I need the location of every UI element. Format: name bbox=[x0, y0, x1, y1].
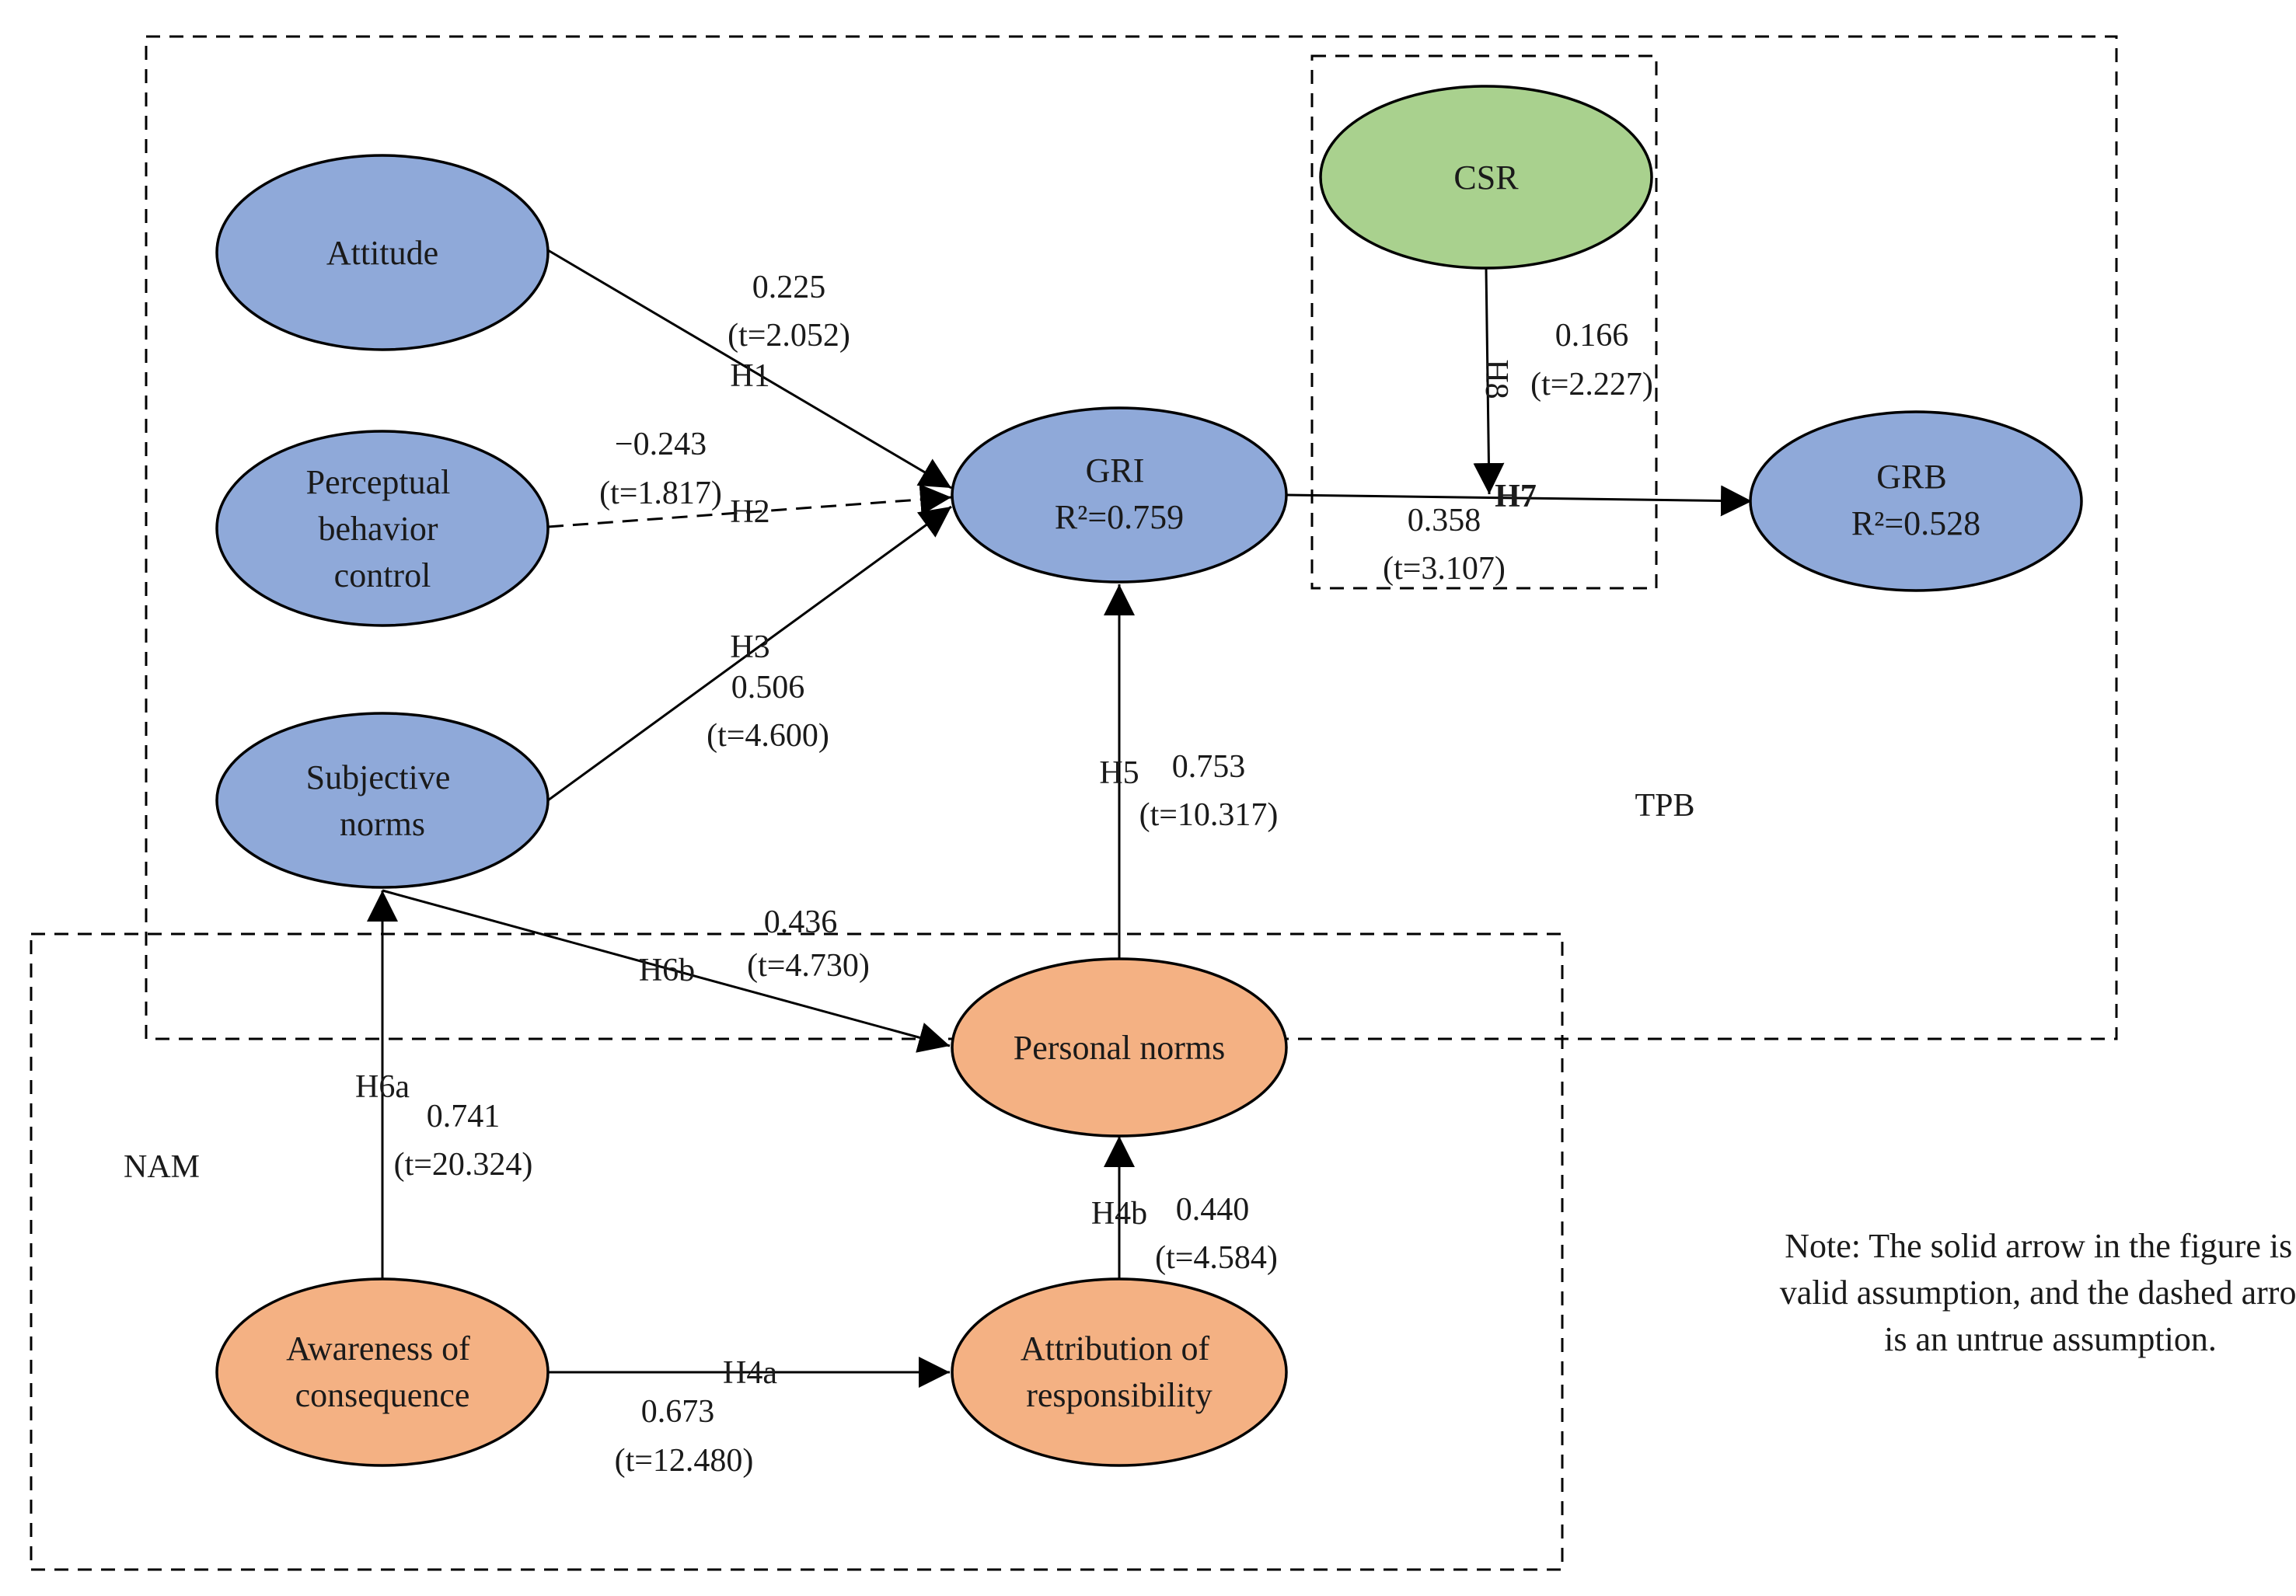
node-csr bbox=[1319, 85, 1653, 270]
edge-h3 bbox=[547, 505, 952, 802]
node-personal-norms-label: Personal norms bbox=[1014, 1029, 1226, 1067]
h4b-coef: 0.440 bbox=[1176, 1192, 1250, 1228]
node-gri-label: GRI R²=0.759 bbox=[1055, 451, 1184, 536]
node-personal-norms bbox=[951, 957, 1288, 1138]
h4a-t: (t=12.480) bbox=[615, 1443, 754, 1479]
h5-coef: 0.753 bbox=[1172, 749, 1246, 785]
h3-coef: 0.506 bbox=[731, 670, 805, 706]
h7-coef: 0.358 bbox=[1408, 503, 1481, 538]
node-subjective-norms bbox=[215, 712, 550, 889]
node-grb-label: GRB R²=0.528 bbox=[1851, 458, 1980, 542]
h1-t: (t=2.052) bbox=[728, 318, 850, 354]
edge-h2 bbox=[547, 483, 952, 528]
h6a-hyp: H6a bbox=[355, 1069, 410, 1105]
h3-t: (t=4.600) bbox=[707, 718, 829, 754]
h6a-t: (t=20.324) bbox=[394, 1147, 533, 1183]
h4b-hyp: H4b bbox=[1091, 1196, 1147, 1232]
h3-hyp: H3 bbox=[730, 629, 769, 665]
node-attitude-label: Attitude bbox=[326, 234, 438, 272]
nam-label: NAM bbox=[124, 1149, 200, 1185]
h8-t: (t=2.227) bbox=[1530, 367, 1653, 402]
h1-hyp: H1 bbox=[730, 358, 769, 394]
legend-note: Note: The solid arrow in the figure is a… bbox=[1780, 1227, 2296, 1358]
h7-t: (t=3.107) bbox=[1383, 551, 1506, 587]
csr-moderation-box bbox=[1310, 54, 1658, 590]
node-attribution-label: Attribution of responsibility bbox=[1021, 1329, 1218, 1414]
edge-h6b bbox=[382, 889, 951, 1053]
h6b-coef: 0.436 bbox=[764, 904, 838, 940]
h6a-coef: 0.741 bbox=[427, 1099, 501, 1134]
note-line-1: Note: The solid arrow in the figure is a bbox=[1785, 1227, 2296, 1265]
node-gri bbox=[951, 406, 1288, 584]
h6b-t: (t=4.730) bbox=[747, 948, 870, 984]
h1-coef: 0.225 bbox=[752, 270, 826, 305]
h2-coef: −0.243 bbox=[615, 427, 707, 462]
h8-hyp: H8 bbox=[1478, 359, 1514, 399]
note-line-3: is an untrue assumption. bbox=[1884, 1320, 2217, 1358]
nam-region bbox=[30, 932, 1564, 1571]
node-attribution bbox=[951, 1277, 1288, 1467]
edge-h8 bbox=[1473, 267, 1505, 495]
h5-hyp: H5 bbox=[1099, 755, 1139, 791]
edge-h7 bbox=[1286, 485, 1753, 517]
tpb-label: TPB bbox=[1635, 788, 1694, 824]
h4a-hyp: H4a bbox=[723, 1355, 777, 1391]
h5-t: (t=10.317) bbox=[1139, 797, 1279, 833]
edge-h1 bbox=[547, 249, 952, 490]
node-pbc bbox=[215, 430, 550, 627]
node-attitude bbox=[215, 154, 550, 351]
h2-hyp: H2 bbox=[730, 494, 769, 530]
node-grb bbox=[1749, 410, 2083, 592]
node-pbc-label: Perceptual behavior control bbox=[306, 463, 459, 594]
node-awareness bbox=[215, 1277, 550, 1467]
node-subjective-norms-label: Subjective norms bbox=[306, 758, 459, 843]
node-csr-label: CSR bbox=[1453, 159, 1519, 197]
h8-coef: 0.166 bbox=[1555, 318, 1629, 354]
tpb-region bbox=[145, 35, 2118, 1040]
h2-t: (t=1.817) bbox=[599, 476, 722, 511]
h7-hyp: H7 bbox=[1495, 479, 1537, 514]
h4a-coef: 0.673 bbox=[641, 1394, 715, 1430]
h4b-t: (t=4.584) bbox=[1155, 1240, 1278, 1276]
node-awareness-label: Awareness of consequence bbox=[286, 1329, 479, 1414]
note-line-2: valid assumption, and the dashed arrow bbox=[1780, 1274, 2296, 1312]
h6b-hyp: H6b bbox=[639, 953, 695, 988]
